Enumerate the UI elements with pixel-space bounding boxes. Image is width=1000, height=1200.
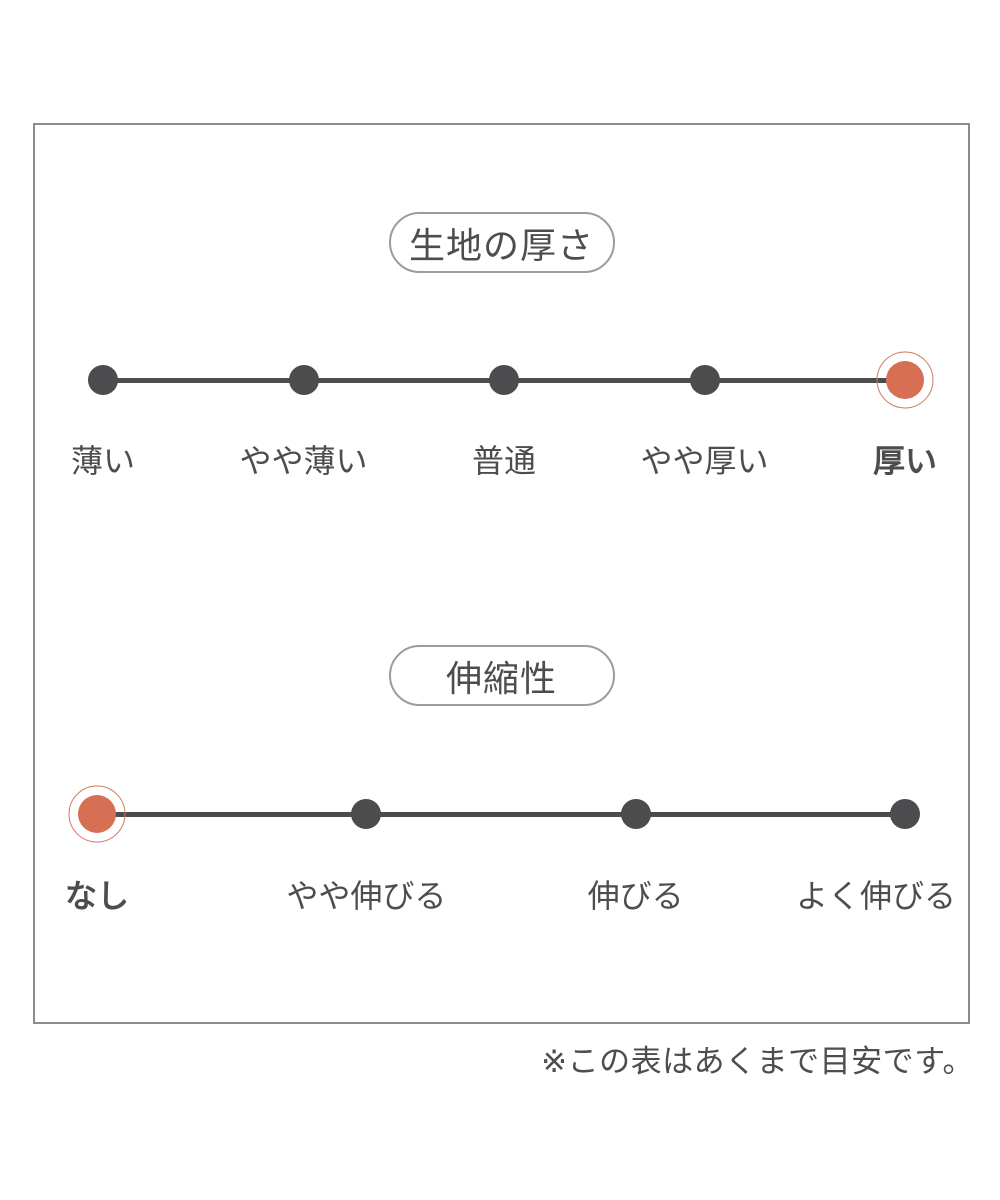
- spec-panel: 生地の厚さ 薄い やや薄い 普通 やや厚い 厚い 伸縮性 なし やや伸びる 伸びる よく伸びる: [33, 123, 970, 1024]
- footnote: ※この表はあくまで目安です。: [541, 1044, 974, 1080]
- selected-ring: [876, 351, 934, 409]
- selected-dot: [886, 361, 924, 399]
- stretch-title-pill: 伸縮性: [388, 645, 615, 706]
- scale-dot: [620, 799, 651, 829]
- option-label: なし: [64, 877, 130, 915]
- option-label: よく伸びる: [795, 877, 957, 915]
- option-label: 厚い: [872, 442, 938, 480]
- scale-dot: [288, 365, 319, 395]
- option-label: 薄い: [70, 442, 136, 480]
- scale-dot: [88, 365, 118, 395]
- option-label: やや厚い: [640, 442, 769, 480]
- scale-dot: [489, 365, 519, 395]
- thickness-title: 生地の厚さ: [408, 225, 594, 267]
- scale-dot: [890, 799, 920, 829]
- stretch-scale-line: [97, 811, 905, 817]
- option-label: やや伸びる: [286, 877, 447, 915]
- stretch-title: 伸縮性: [445, 658, 557, 700]
- selected-dot: [78, 795, 116, 833]
- scale-dot: [351, 799, 382, 829]
- selected-ring: [68, 785, 126, 843]
- option-label: 普通: [471, 442, 537, 480]
- thickness-title-pill: 生地の厚さ: [388, 212, 615, 273]
- scale-dot: [689, 365, 720, 395]
- option-label: やや薄い: [239, 442, 368, 480]
- option-label: 伸びる: [587, 877, 684, 915]
